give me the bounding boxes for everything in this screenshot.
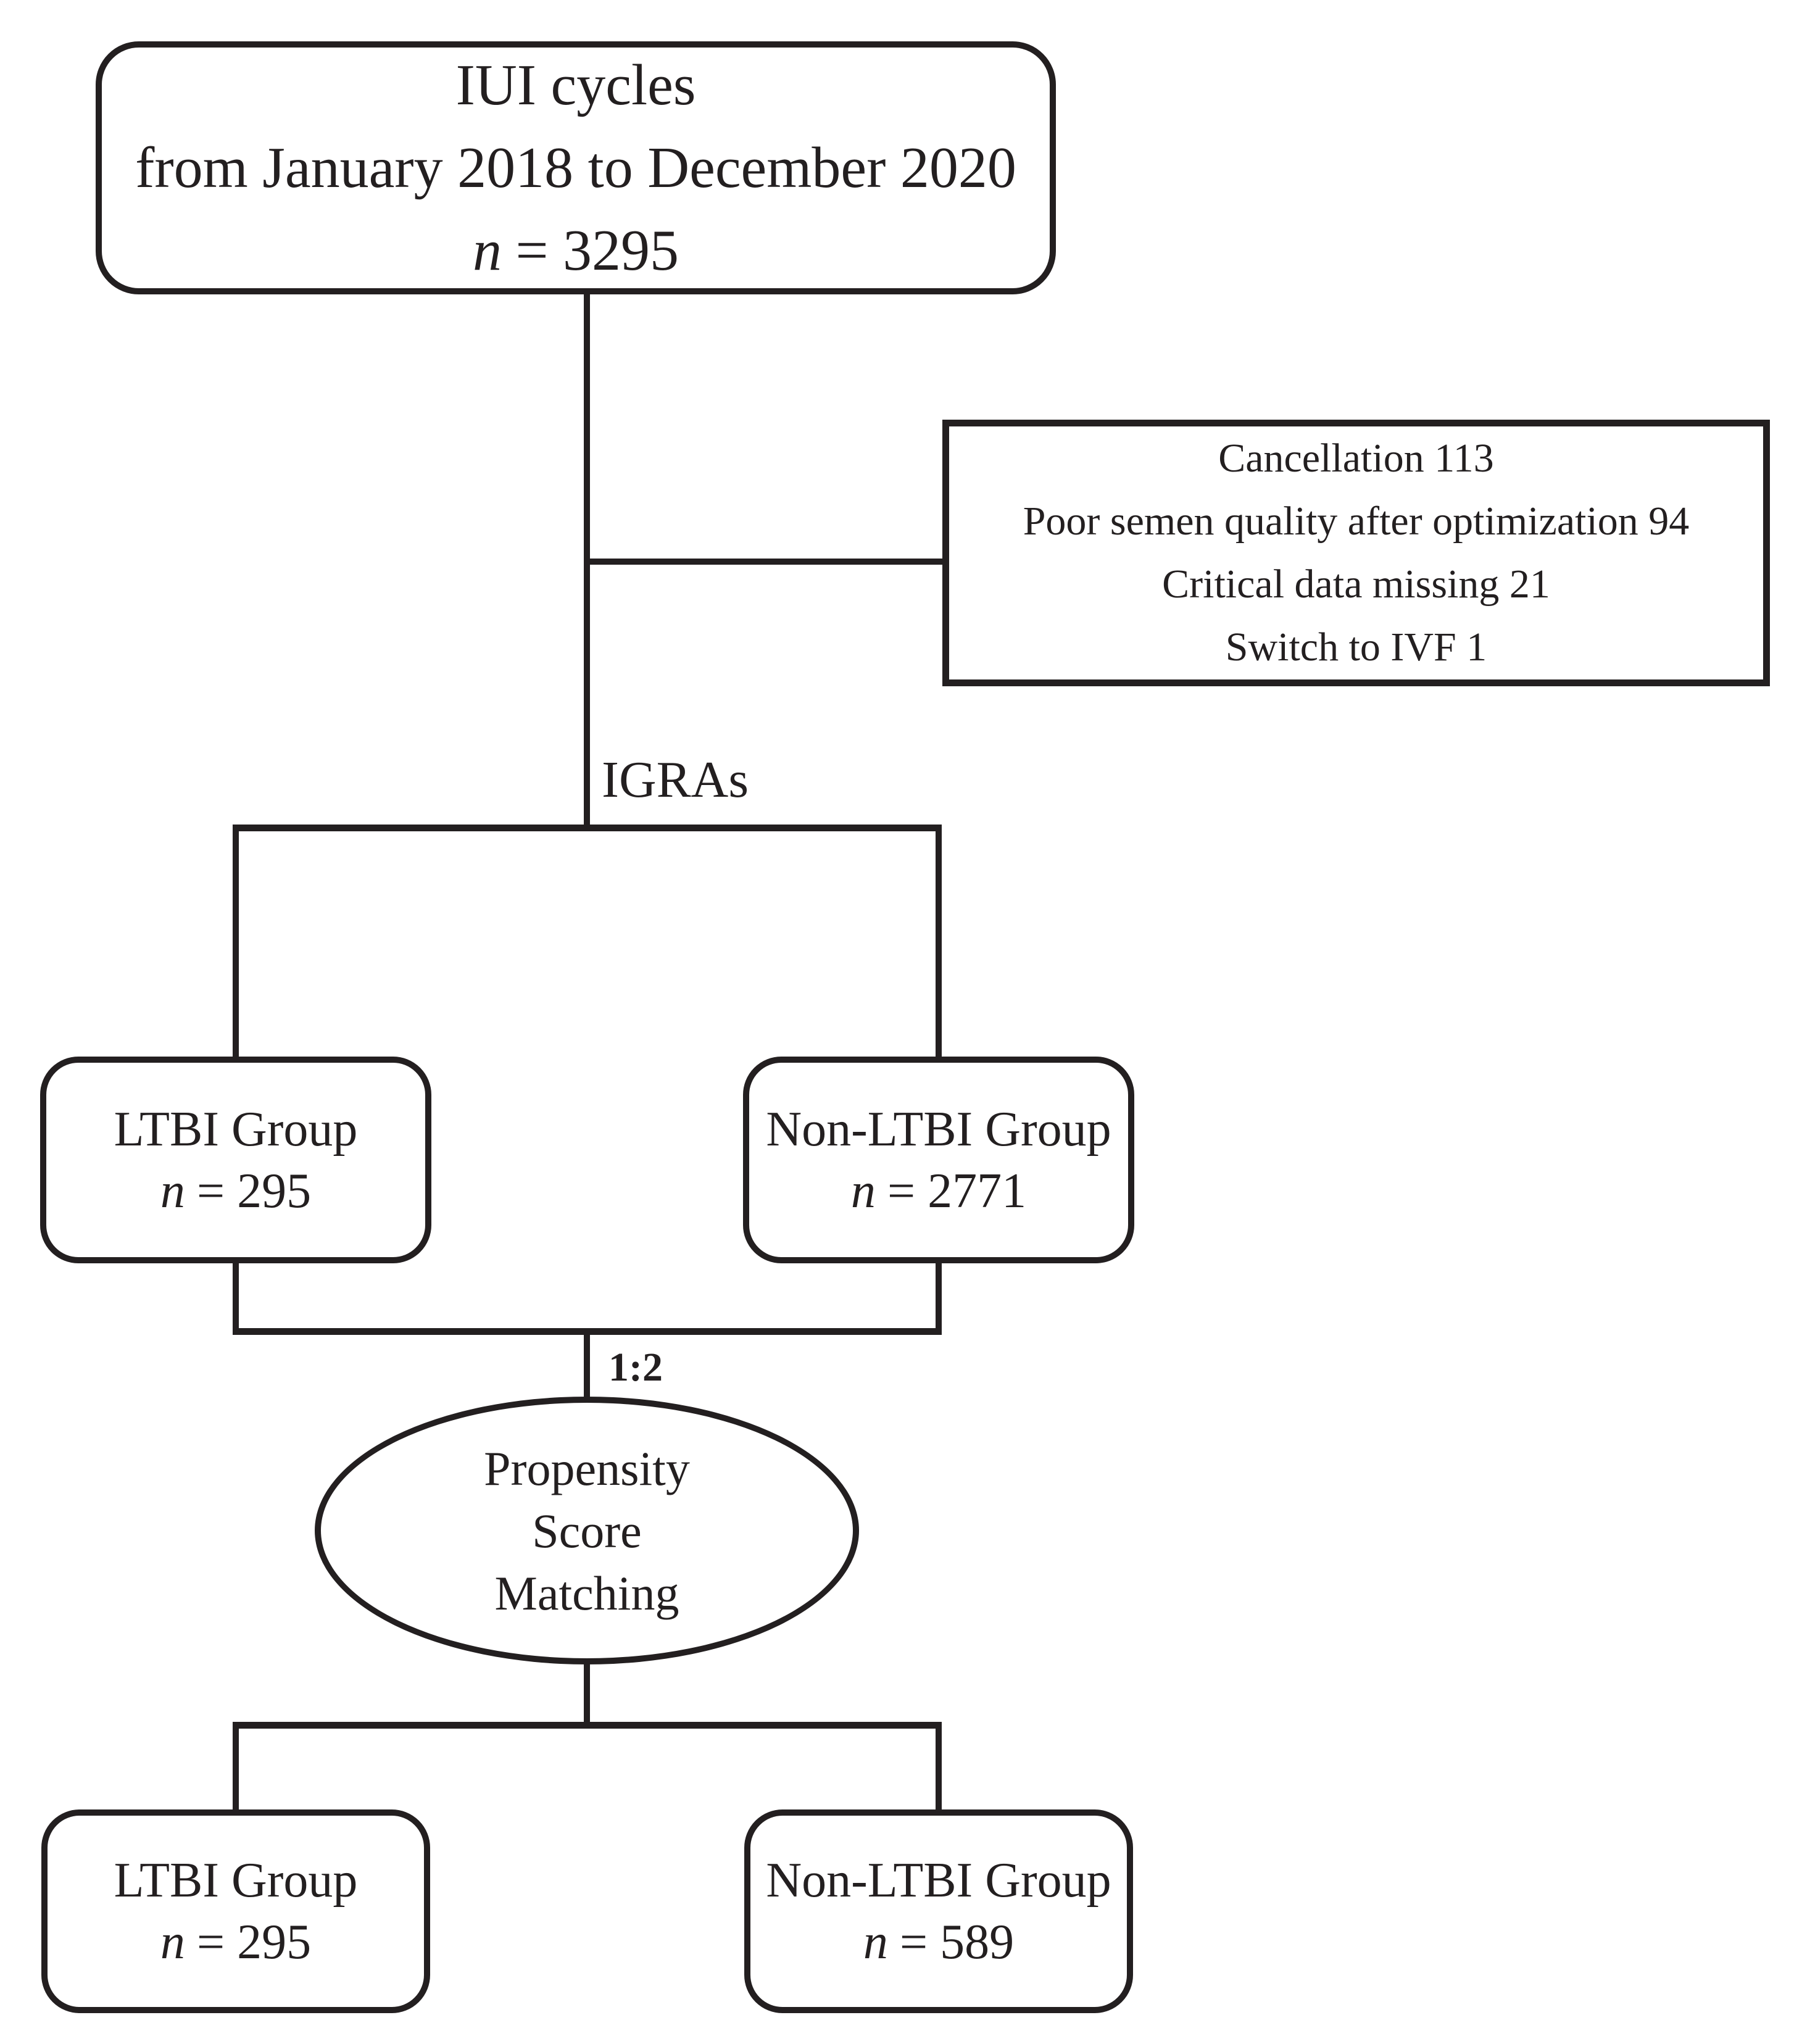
connector-merge-right-vertical bbox=[936, 1260, 942, 1334]
connector-split2-left-vertical bbox=[233, 1722, 239, 1814]
connector-psm-bottom-vertical bbox=[584, 1659, 590, 1728]
connector-merge-left-vertical bbox=[233, 1260, 239, 1334]
iui-cycles-count: n= 3295 bbox=[473, 209, 679, 292]
n-equals-value: = 3295 bbox=[515, 218, 679, 283]
n-symbol: n bbox=[863, 1915, 888, 1969]
box-nonltbi-group-1: Non-LTBI Group n= 2771 bbox=[743, 1057, 1134, 1263]
connector-split1-right-vertical bbox=[936, 825, 942, 1060]
n-equals-value: = 295 bbox=[197, 1163, 312, 1218]
nonltbi-group-1-title: Non-LTBI Group bbox=[766, 1102, 1111, 1157]
connector-psm-top-vertical bbox=[584, 1331, 590, 1400]
exclusion-missing-data: Critical data missing 21 bbox=[1162, 562, 1550, 607]
exclusion-poor-semen: Poor semen quality after optimization 94 bbox=[1023, 499, 1690, 544]
psm-line-2: Score bbox=[532, 1503, 642, 1558]
igras-label: IGRAs bbox=[602, 751, 749, 808]
iui-cycles-title: IUI cycles bbox=[455, 53, 696, 117]
n-symbol: n bbox=[160, 1163, 185, 1218]
box-ltbi-group-2: LTBI Group n= 295 bbox=[41, 1809, 430, 2013]
ltbi-group-1-count: n= 295 bbox=[160, 1160, 311, 1222]
ltbi-group-2-title: LTBI Group bbox=[114, 1853, 358, 1908]
ltbi-group-2-count: n= 295 bbox=[160, 1911, 311, 1973]
n-symbol: n bbox=[160, 1915, 185, 1969]
box-iui-cycles: IUI cycles from January 2018 to December… bbox=[96, 41, 1056, 294]
n-equals-value: = 295 bbox=[197, 1915, 312, 1969]
nonltbi-group-2-count: n= 589 bbox=[863, 1911, 1014, 1973]
connector-split2-right-vertical bbox=[936, 1722, 942, 1814]
connector-split1-horizontal bbox=[233, 825, 942, 831]
ltbi-group-1-title: LTBI Group bbox=[114, 1102, 358, 1157]
psm-line-1: Propensity bbox=[484, 1441, 690, 1495]
nonltbi-group-1-count: n= 2771 bbox=[851, 1160, 1026, 1222]
exclusion-cancellation: Cancellation 113 bbox=[1218, 436, 1494, 481]
exclusion-switch-ivf: Switch to IVF 1 bbox=[1225, 625, 1487, 670]
box-nonltbi-group-2: Non-LTBI Group n= 589 bbox=[744, 1809, 1133, 2013]
connector-split1-left-vertical bbox=[233, 825, 239, 1060]
iui-cycles-period: from January 2018 to December 2020 bbox=[135, 136, 1016, 200]
connector-exclusion-horizontal bbox=[587, 559, 945, 565]
box-exclusions: Cancellation 113 Poor semen quality afte… bbox=[942, 420, 1770, 686]
n-symbol: n bbox=[850, 1163, 876, 1218]
psm-line-3: Matching bbox=[494, 1566, 679, 1620]
ellipse-propensity-score-matching: Propensity Score Matching bbox=[315, 1397, 859, 1664]
n-equals-value: = 2771 bbox=[887, 1163, 1027, 1218]
box-ltbi-group-1: LTBI Group n= 295 bbox=[40, 1057, 431, 1263]
connector-split2-horizontal bbox=[233, 1722, 942, 1729]
n-symbol: n bbox=[472, 218, 502, 283]
matching-ratio-label: 1:2 bbox=[608, 1345, 663, 1390]
n-equals-value: = 589 bbox=[900, 1915, 1015, 1969]
nonltbi-group-2-title: Non-LTBI Group bbox=[766, 1853, 1111, 1908]
